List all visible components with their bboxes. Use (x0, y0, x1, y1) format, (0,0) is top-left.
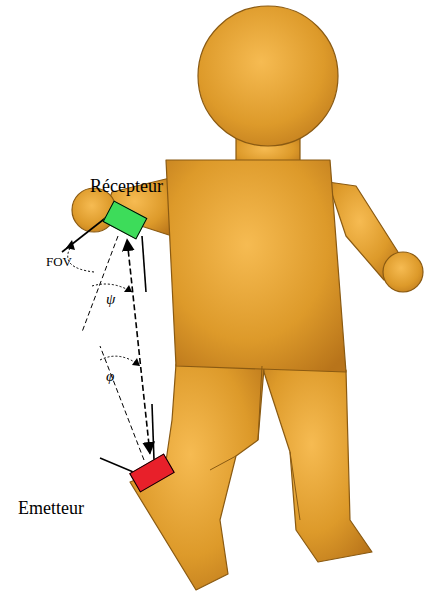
fov-line (62, 216, 108, 252)
angle-label: ψ (106, 291, 115, 308)
emitter-cone-line (152, 404, 154, 460)
knee-crease (210, 456, 236, 470)
fov-arrowhead (66, 240, 75, 250)
left-leg (130, 364, 264, 590)
node-heading: Emetteur (18, 498, 84, 519)
receiver-node: Récepteur (106, 208, 144, 232)
phi-arrowhead (132, 358, 140, 366)
link-arrow (127, 240, 150, 454)
torso (166, 160, 346, 372)
node-heading: Récepteur (90, 176, 163, 197)
head (198, 6, 338, 146)
right-hand (383, 252, 423, 292)
psi-arrowhead (124, 285, 132, 292)
leg-seam (290, 452, 300, 520)
fov-line (142, 236, 146, 292)
phi-arc (100, 356, 140, 366)
psi-arc (92, 284, 132, 292)
right-leg (262, 366, 372, 562)
emitter-node: Emetteur (132, 462, 172, 484)
angle-label: φ (106, 368, 114, 385)
emitter-normal (100, 346, 144, 460)
fov-label: FOV (46, 254, 72, 270)
leg-seam (258, 366, 262, 440)
